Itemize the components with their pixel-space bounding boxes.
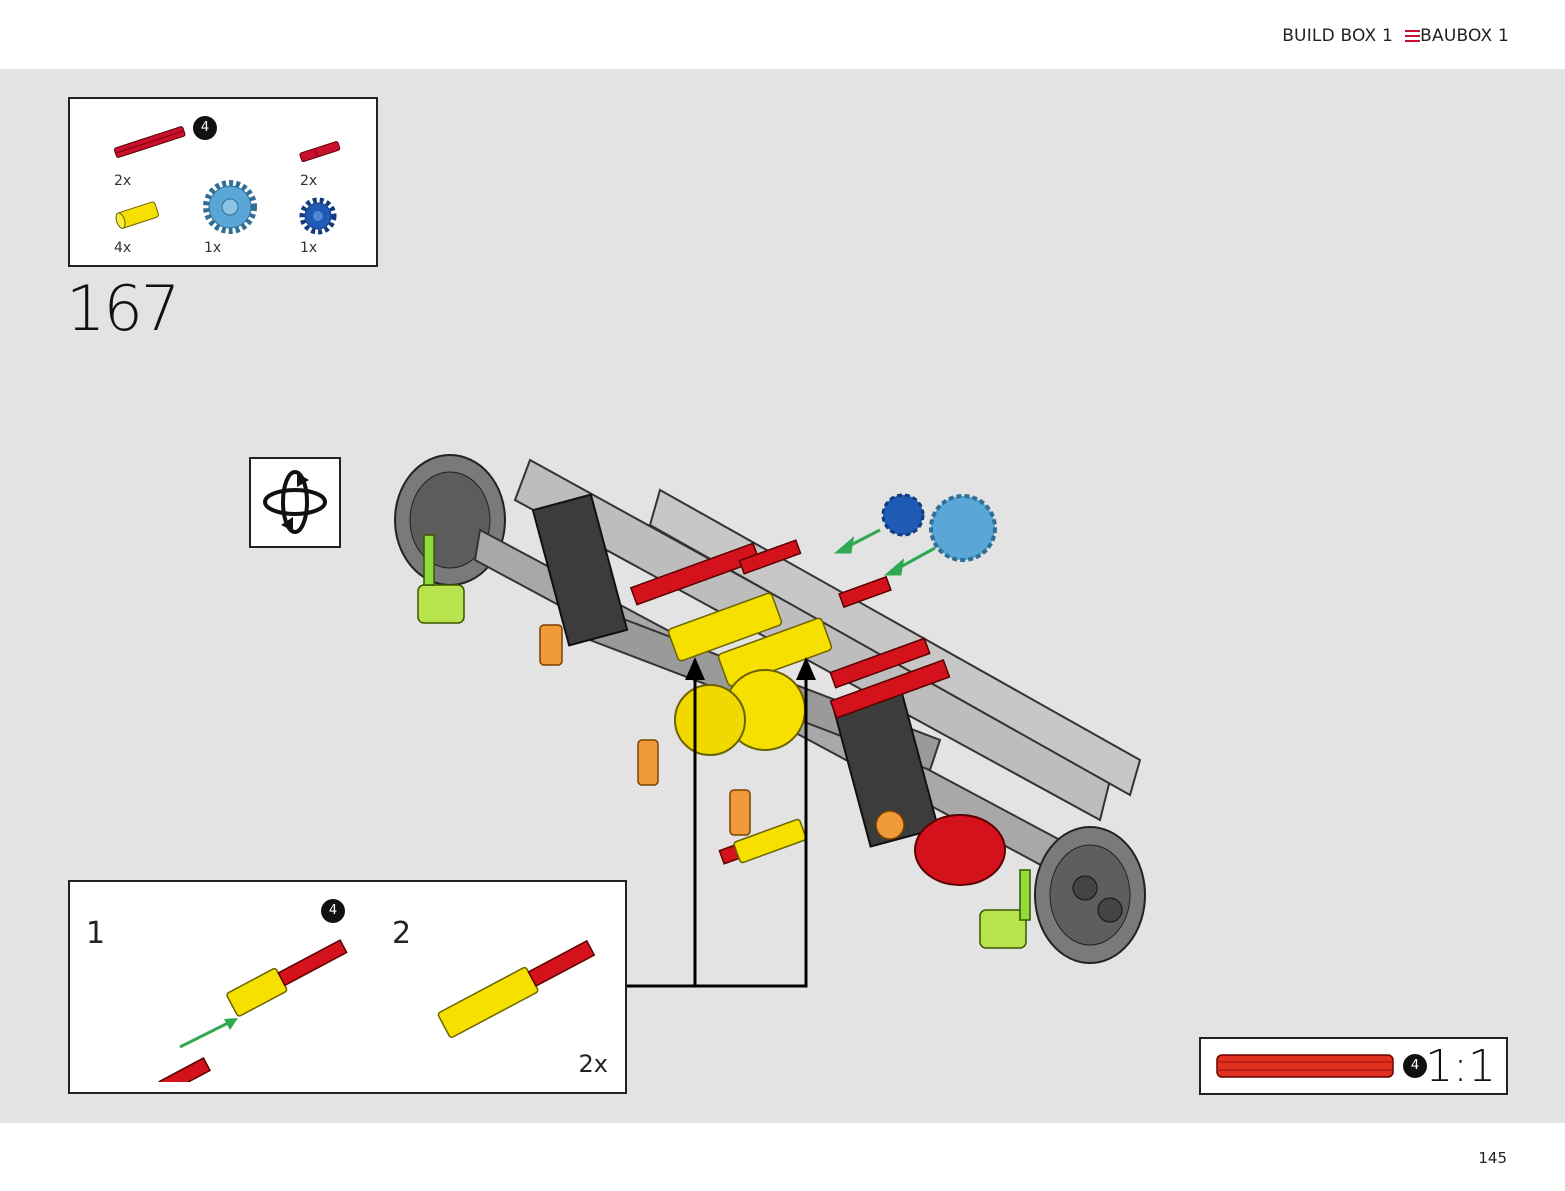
size-badge: 4: [193, 116, 217, 140]
build-box-label-de: BAUBOX 1: [1420, 26, 1509, 46]
sub-step-2-illustration: [437, 939, 596, 1038]
size-badge: 4: [321, 899, 345, 923]
page-number: 145: [1478, 1149, 1507, 1167]
part-qty: 1x: [204, 240, 222, 256]
page-header: BUILD BOX 1 BAUBOX 1: [0, 0, 1565, 69]
rotate-model-icon: [249, 457, 341, 548]
part-qty: 2x: [300, 173, 318, 189]
axle-scale-icon: [1216, 1054, 1394, 1078]
part-qty: 1x: [300, 240, 318, 256]
size-badge: 4: [1403, 1054, 1427, 1078]
blue-gear-icon: [299, 197, 337, 235]
part-qty: 4x: [114, 240, 132, 256]
red-axle-long-icon: [113, 126, 186, 158]
parts-list-box: 4 2x 2x 4x 1x 1x: [68, 97, 378, 267]
sub-assembly-box: 1 2 4 2x: [68, 880, 627, 1094]
model-illustration: [394, 454, 1146, 964]
sub-step-1: 1: [86, 916, 106, 951]
yellow-connector-icon: [115, 201, 159, 229]
light-blue-gear-icon: [203, 180, 257, 234]
sub-step-1-illustration: [158, 939, 348, 1082]
scale-callout-box: 4 1:1: [1199, 1037, 1508, 1095]
sub-step-2: 2: [392, 916, 412, 951]
build-box-label-en: BUILD BOX 1: [1282, 26, 1393, 46]
hamburger-icon: [1405, 30, 1420, 42]
red-axle-short-icon: [299, 141, 341, 162]
step-number: 167: [66, 272, 180, 345]
part-qty: 2x: [114, 173, 132, 189]
sub-assembly-qty: 2x: [578, 1050, 608, 1078]
scale-ratio: 1:1: [1425, 1041, 1496, 1092]
